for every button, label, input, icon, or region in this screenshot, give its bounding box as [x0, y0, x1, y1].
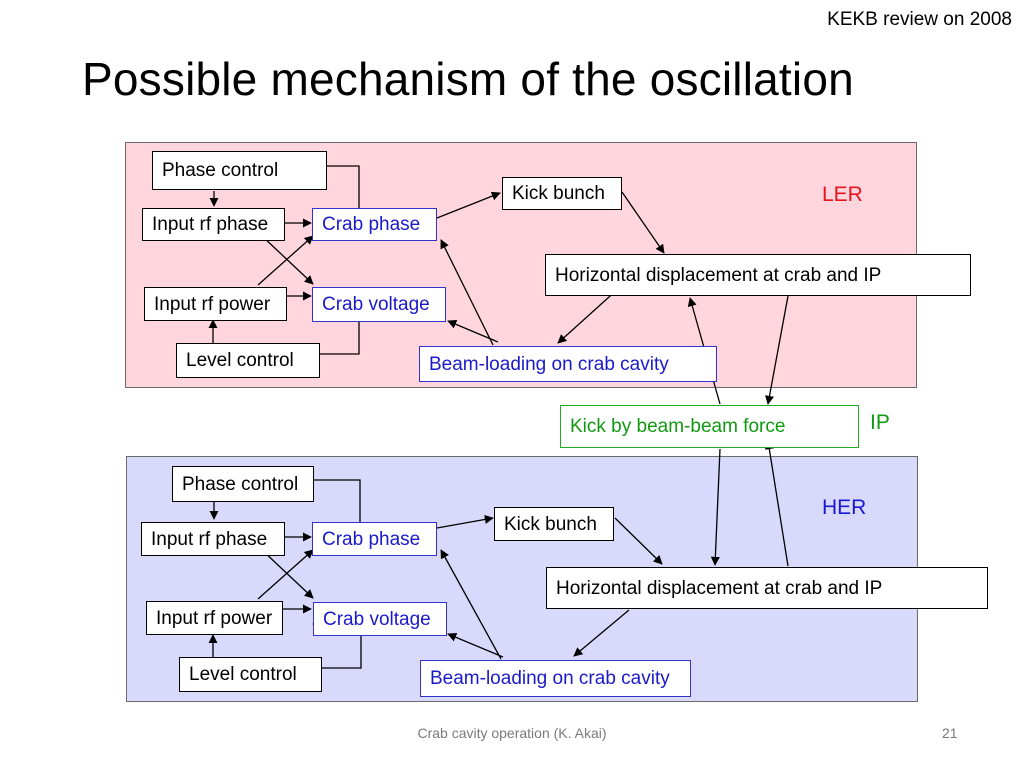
her-input-rf-power-label: Input rf power: [156, 607, 273, 629]
her-input-rf-phase-box: Input rf phase: [141, 522, 285, 556]
her-input-rf-phase-label: Input rf phase: [151, 528, 268, 550]
corner-note: KEKB review on 2008: [827, 9, 1012, 30]
her-crab-voltage-box: Crab voltage: [313, 602, 447, 636]
her-phase-control-label: Phase control: [182, 473, 299, 495]
ler-phase-control-box: Phase control: [152, 151, 327, 190]
ip-kick-beam-beam-label: Kick by beam-beam force: [570, 416, 786, 437]
ler-crab-phase-label: Crab phase: [322, 214, 421, 235]
ip-label: IP: [870, 411, 890, 434]
her-input-rf-power-box: Input rf power: [146, 601, 283, 635]
her-horizontal-displacement-box: Horizontal displacement at crab and IP: [546, 567, 988, 609]
ip-kick-beam-beam-box: Kick by beam-beam force: [560, 405, 859, 448]
ler-level-control-box: Level control: [176, 343, 320, 378]
ler-crab-phase-box: Crab phase: [312, 208, 437, 241]
ler-label: LER: [822, 183, 863, 206]
her-level-control-label: Level control: [189, 664, 297, 685]
ler-kick-bunch-label: Kick bunch: [512, 183, 605, 204]
her-horizontal-displacement-label: Horizontal displacement at crab and IP: [556, 577, 883, 599]
ler-kick-bunch-box: Kick bunch: [502, 177, 622, 210]
her-beam-loading-box: Beam-loading on crab cavity: [420, 660, 691, 697]
ler-input-rf-power-box: Input rf power: [144, 287, 287, 321]
page-number: 21: [942, 725, 958, 741]
ler-level-control-label: Level control: [186, 350, 294, 371]
ler-beam-loading-label: Beam-loading on crab cavity: [429, 353, 669, 375]
her-beam-loading-label: Beam-loading on crab cavity: [430, 668, 670, 689]
ler-input-rf-power-label: Input rf power: [154, 293, 271, 315]
ler-crab-voltage-box: Crab voltage: [312, 287, 446, 322]
her-crab-phase-label: Crab phase: [322, 528, 421, 550]
ler-input-rf-phase-box: Input rf phase: [142, 208, 285, 241]
ler-input-rf-phase-label: Input rf phase: [152, 214, 269, 235]
her-kick-bunch-box: Kick bunch: [494, 507, 614, 541]
ler-phase-control-label: Phase control: [162, 160, 279, 181]
footer-text: Crab cavity operation (K. Akai): [417, 725, 607, 741]
her-kick-bunch-label: Kick bunch: [504, 513, 597, 535]
her-phase-control-box: Phase control: [172, 466, 314, 502]
slide-title: Possible mechanism of the oscillation: [82, 53, 854, 105]
ler-horizontal-displacement-box: Horizontal displacement at crab and IP: [545, 254, 971, 296]
ler-beam-loading-box: Beam-loading on crab cavity: [419, 346, 717, 382]
her-level-control-box: Level control: [179, 657, 322, 692]
ler-crab-voltage-label: Crab voltage: [322, 294, 430, 315]
her-label: HER: [822, 496, 867, 519]
her-crab-phase-box: Crab phase: [312, 522, 437, 556]
ler-horizontal-displacement-label: Horizontal displacement at crab and IP: [555, 264, 882, 286]
her-crab-voltage-label: Crab voltage: [323, 608, 431, 630]
